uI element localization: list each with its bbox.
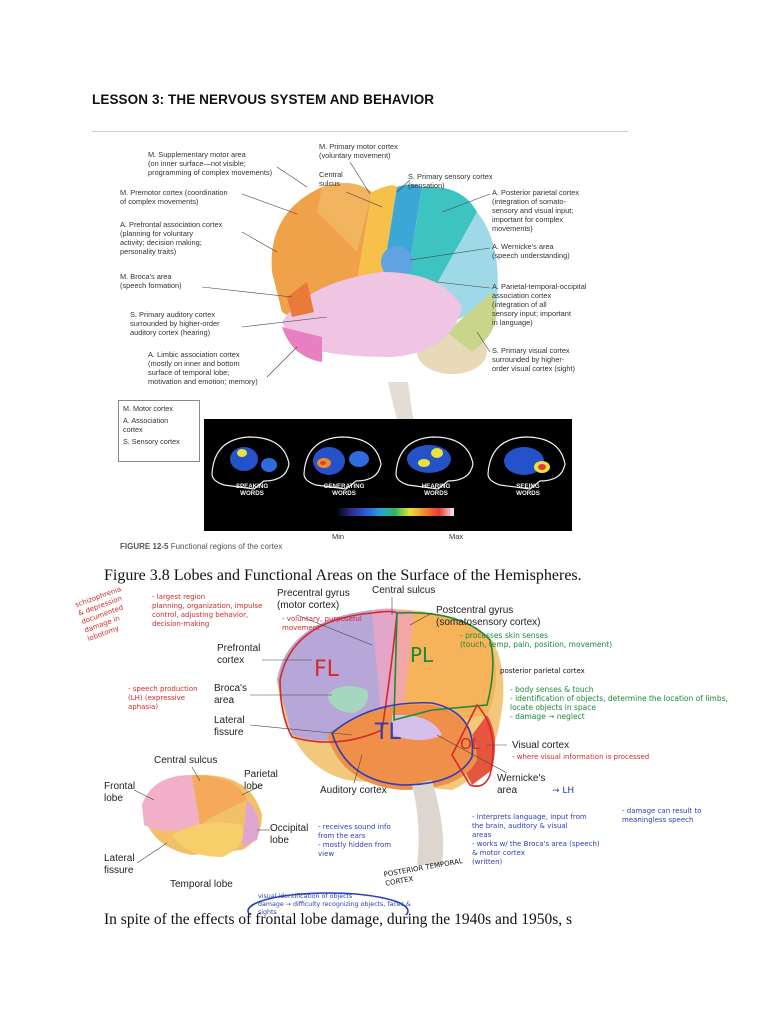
pet-caption-hearing: HEARING WORDS — [421, 483, 451, 497]
label-primary-auditory: S. Primary auditory cortex surrounded by… — [130, 310, 220, 337]
divider — [92, 131, 628, 132]
label-wernickes-area: Wernicke's area — [497, 773, 546, 796]
legend-sensory: S. Sensory cortex — [123, 437, 180, 446]
mark-pl: PL — [410, 643, 434, 667]
note-visual-info: - where visual information is processed — [512, 753, 650, 761]
label-broca: M. Broca's area (speech formation) — [120, 272, 182, 290]
body-paragraph: In spite of the effects of frontal lobe … — [104, 911, 573, 928]
label-parietal-temporal-occipital: A. Parietal-temporal-occipital associati… — [492, 282, 587, 327]
legend-association: A. Association cortex — [123, 416, 169, 434]
note-body-senses: - body senses & touch - identification o… — [510, 685, 728, 721]
label-wernicke: A. Wernicke's area (speech understanding… — [492, 242, 570, 260]
label-temporal-lobe: Temporal lobe — [170, 879, 233, 890]
figure-caption: FIGURE 12-5 Functional regions of the co… — [120, 542, 282, 551]
label-small-central-sulcus: Central sulcus — [154, 755, 218, 766]
lobes-illustration — [133, 597, 508, 915]
label-primary-motor: M. Primary motor cortex (voluntary movem… — [319, 142, 398, 160]
label-supplementary-motor: M. Supplementary motor area (on inner su… — [148, 150, 273, 177]
label-prefrontal-cortex: Prefrontal cortex — [217, 643, 261, 666]
label-frontal-lobe: Frontal lobe — [104, 781, 136, 804]
label-central-sulcus: Central sulcus — [319, 170, 343, 188]
label-primary-sensory: S. Primary sensory cortex (sensation) — [408, 172, 493, 190]
legend-box: M. Motor cortex A. Association cortex S.… — [118, 400, 200, 462]
color-scale-bar — [336, 508, 454, 516]
functional-regions-figure: M. Supplementary motor area (on inner su… — [92, 132, 632, 552]
label-visual-cortex: Visual cortex — [512, 740, 570, 751]
note-oval-visual: visual identification of objects damage … — [258, 893, 411, 916]
label-premotor: M. Premotor cortex (coordination of comp… — [120, 188, 228, 206]
pet-caption-speaking: SPEAKING WORDS — [235, 483, 269, 497]
legend-motor: M. Motor cortex — [123, 404, 173, 413]
label-limbic: A. Limbic association cortex (mostly on … — [148, 350, 258, 386]
pet-caption-generating: GENERATING WORDS — [323, 483, 365, 497]
note-meaningless-speech: - damage can result to meaningless speec… — [622, 807, 702, 824]
note-posterior-parietal: posterior parietal cortex — [500, 667, 585, 675]
mark-ol: OL — [460, 735, 481, 753]
figure-caption-text: Functional regions of the cortex — [170, 542, 283, 551]
label-auditory-cortex: Auditory cortex — [320, 785, 387, 796]
figure-3-8-title: Figure 3.8 Lobes and Functional Areas on… — [104, 567, 582, 584]
label-primary-visual: S. Primary visual cortex surrounded by h… — [492, 346, 575, 373]
lobes-figure: Precentral gyrus (motor cortex) Central … — [74, 585, 768, 916]
figure-number: FIGURE 12-5 — [120, 542, 169, 551]
pet-caption-seeing: SEEING WORDS — [516, 483, 540, 497]
label-prefrontal: A. Prefrontal association cortex (planni… — [120, 220, 223, 256]
label-central-sulcus-main: Central sulcus — [372, 585, 436, 596]
note-voluntary-movement: - voluntary, purposeful movement — [282, 615, 362, 632]
label-brocas-area: Broca's area — [214, 683, 248, 706]
label-parietal-lobe: Parietal lobe — [244, 769, 278, 792]
note-largest-region: - largest region planning, organization,… — [152, 593, 263, 628]
note-skin-senses: - processes skin senses (touch, temp, pa… — [460, 631, 613, 649]
note-wernicke-functions: - interprets language, input from the br… — [472, 813, 600, 866]
pet-brains — [211, 436, 566, 490]
scale-min-label: Min — [332, 532, 345, 541]
note-auditory-functions: - receives sound info from the ears - mo… — [318, 823, 392, 858]
scale-max-label: Max — [449, 532, 464, 541]
label-postcentral-gyrus: Postcentral gyrus (somatosensory cortex) — [436, 605, 541, 628]
pet-scan-panel: SPEAKING WORDS GENERATING WORDS HEARING … — [204, 419, 572, 531]
mark-fl: FL — [314, 657, 339, 682]
lesson-title: LESSON 3: THE NERVOUS SYSTEM AND BEHAVIO… — [92, 92, 435, 107]
mark-tl: TL — [375, 720, 401, 745]
label-lateral-fissure: Lateral fissure — [214, 715, 245, 738]
label-precentral-gyrus: Precentral gyrus (motor cortex) — [277, 588, 350, 611]
note-lh: → LH — [552, 786, 575, 796]
note-speech-production: - speech production (LH) (expressive aph… — [128, 685, 198, 711]
label-lateral-fissure-small: Lateral fissure — [104, 853, 135, 876]
label-occipital-lobe: Occipital lobe — [270, 823, 309, 846]
label-posterior-parietal: A. Posterior parietal cortex (integratio… — [492, 188, 580, 233]
